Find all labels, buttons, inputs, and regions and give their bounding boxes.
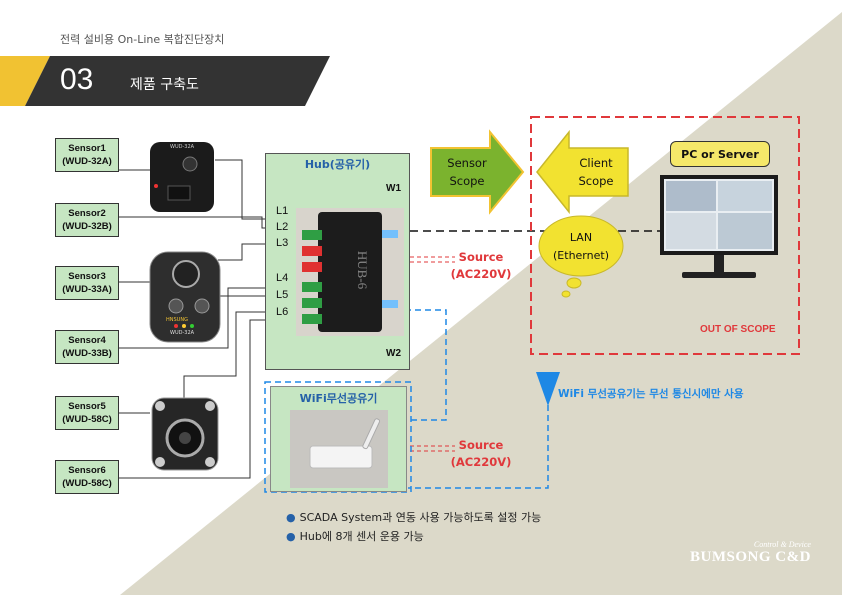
hub-port-l3: L3 xyxy=(276,237,289,249)
company-logo: Control & Device BUMSONG C&D xyxy=(690,540,811,565)
hub-port-l6: L6 xyxy=(276,306,289,318)
device-1-label: WUD-32A xyxy=(170,144,195,150)
hub-port-l1: L1 xyxy=(276,205,289,217)
sensor-device-1-image xyxy=(150,142,214,212)
lan-label: LAN (Ethernet) xyxy=(553,231,609,262)
sensor-name: Sensor5 xyxy=(68,401,106,412)
lan-bubble xyxy=(538,215,624,277)
bullet-dot-icon: ● xyxy=(286,530,296,543)
wifi-link-lines xyxy=(395,309,549,489)
hub-device-text: HUB-6 xyxy=(355,250,371,290)
section-number: 03 xyxy=(60,63,94,96)
source-label: Source xyxy=(458,250,504,264)
power-source-wifi: Source (AC220V) xyxy=(449,437,513,471)
device-2-label: WUD-32A xyxy=(170,330,195,336)
sensor-box-5: Sensor5 (WUD-58C) xyxy=(55,396,119,430)
hub-w1-label: W1 xyxy=(386,183,401,194)
sensor-box-6: Sensor6 (WUD-58C) xyxy=(55,460,119,494)
sensor-model: (WUD-33B) xyxy=(62,348,112,359)
sensor-model: (WUD-58C) xyxy=(62,414,112,425)
sensor-device-3-image xyxy=(151,397,219,471)
sensor-wiring xyxy=(119,159,276,479)
sensor-box-2: Sensor2 (WUD-32B) xyxy=(55,203,119,237)
sensor-box-1: Sensor1 (WUD-32A) xyxy=(55,138,119,172)
sensor-name: Sensor6 xyxy=(68,465,106,476)
bullet-item-2: ●Hub에 8개 센서 운용 가능 xyxy=(286,530,424,543)
hub-port-l2: L2 xyxy=(276,221,289,233)
hub-device-image xyxy=(296,208,404,336)
client-scope-arrow xyxy=(536,129,629,215)
device-brand-label: HNSUNG xyxy=(166,317,188,323)
sensor-name: Sensor2 xyxy=(68,208,106,219)
hub-title: Hub(공유기) xyxy=(304,158,371,171)
sensor-name: Sensor3 xyxy=(68,271,106,282)
header-accent-yellow xyxy=(0,56,50,106)
hub-port-l5: L5 xyxy=(276,289,289,301)
source-voltage: (AC220V) xyxy=(450,267,512,281)
wifi-usage-note: WiFi 무선공유기는 무선 통신시에만 사용 xyxy=(558,388,744,400)
sensor-name: Sensor1 xyxy=(68,143,106,154)
wifi-router-image xyxy=(290,410,388,488)
pc-server-label: PC or Server xyxy=(670,141,770,167)
out-of-scope-frame xyxy=(530,116,800,355)
source-label: Source xyxy=(458,438,504,452)
wifi-dashed-frame xyxy=(264,381,412,493)
sensor-name: Sensor4 xyxy=(68,335,106,346)
bullet-item-1: ●SCADA System과 연동 사용 가능하도록 설정 가능 xyxy=(286,511,542,524)
wifi-down-triangle xyxy=(536,372,560,406)
source-voltage: (AC220V) xyxy=(450,455,512,469)
pc-monitor-image xyxy=(660,175,778,278)
client-scope-label: Client Scope xyxy=(578,156,614,188)
out-of-scope-label: OUT OF SCOPE xyxy=(700,324,776,335)
sensor-model: (WUD-32A) xyxy=(62,156,112,167)
power-source-hub: Source (AC220V) xyxy=(449,249,513,283)
hub-port-l4: L4 xyxy=(276,272,289,284)
wifi-router-title: WiFi무선공유기 xyxy=(299,392,378,405)
section-title: 제품 구축도 xyxy=(130,77,199,93)
sensor-box-3: Sensor3 (WUD-33A) xyxy=(55,266,119,300)
sensor-model: (WUD-32B) xyxy=(62,221,112,232)
sensor-model: (WUD-33A) xyxy=(62,284,112,295)
bullet-dot-icon: ● xyxy=(286,511,296,524)
document-subtitle: 전력 설비용 On-Line 복합진단장치 xyxy=(60,33,225,46)
sensor-model: (WUD-58C) xyxy=(62,478,112,489)
sensor-device-2-image xyxy=(149,251,221,343)
power-source-lines xyxy=(410,256,455,452)
sensor-box-4: Sensor4 (WUD-33B) xyxy=(55,330,119,364)
sensor-scope-label: Sensor Scope xyxy=(447,156,487,188)
hub-w2-label: W2 xyxy=(386,348,401,359)
header-dark-band xyxy=(25,56,330,106)
sensor-scope-arrow xyxy=(430,129,525,215)
